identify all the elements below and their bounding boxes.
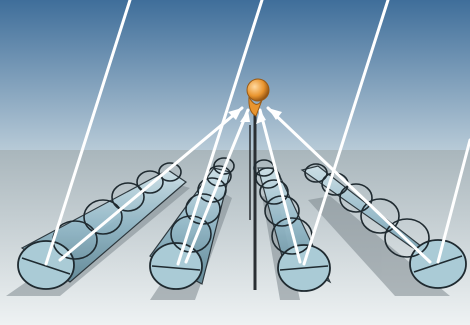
sky bbox=[0, 0, 470, 150]
